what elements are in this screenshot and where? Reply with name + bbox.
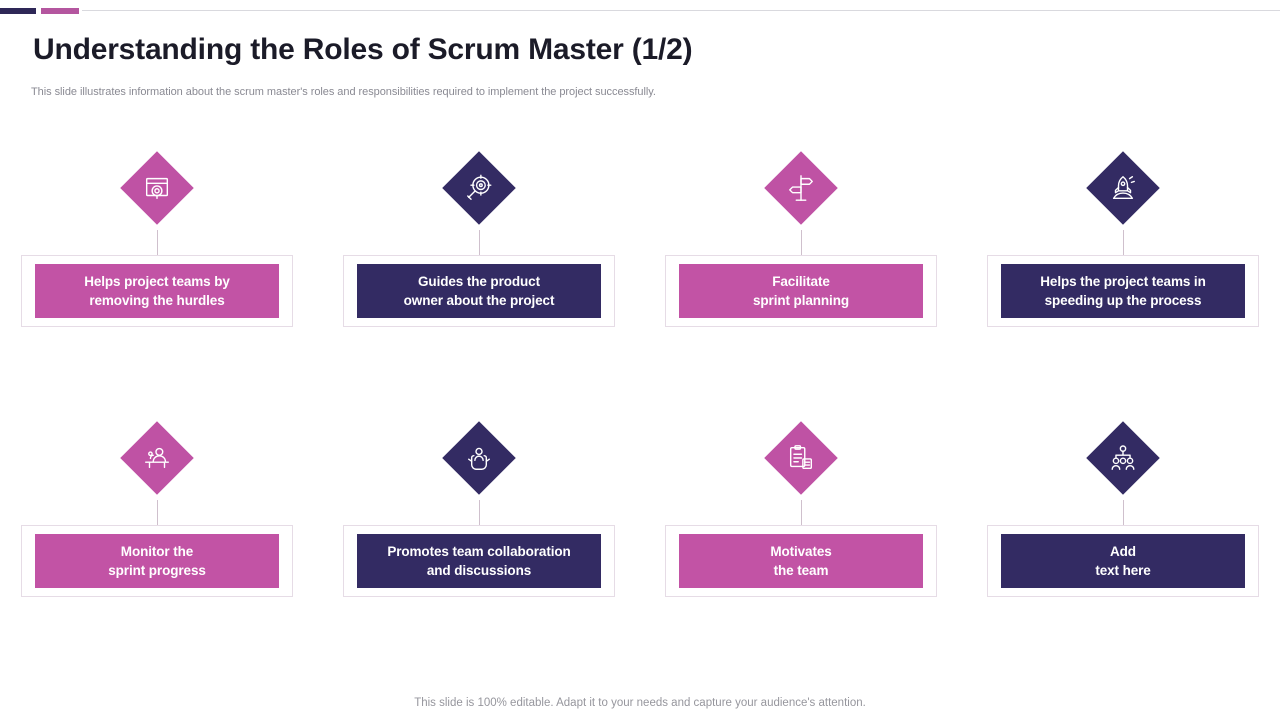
role-card[interactable]: Guides the product owner about the projec… [343,255,615,327]
role-label-text: Facilitate sprint planning [753,272,849,310]
role-item[interactable]: Monitor the sprint progress [21,420,293,597]
footer-note: This slide is 100% editable. Adapt it to… [414,697,866,709]
role-item[interactable]: Guides the product owner about the projec… [343,150,615,327]
team-network-icon [1108,443,1138,473]
clipboard-checklist-icon [786,443,816,473]
connector-line [479,230,480,255]
role-label-line-1: Promotes team collaboration [387,543,571,559]
role-label-line-1: Motivates [770,543,832,559]
role-label-line-1: Guides the product [418,273,540,289]
accent-bar-dark [0,8,36,14]
accent-bar-pink [41,8,79,14]
connector-line [1123,500,1124,525]
role-card-label: Facilitate sprint planning [679,264,923,318]
role-label-text: Monitor the sprint progress [108,542,206,580]
role-label-line-2: sprint planning [753,293,849,308]
role-item[interactable]: Promotes team collaboration and discussio… [343,420,615,597]
role-label-line-1: Helps project teams by [84,273,230,289]
role-card-label: Helps the project teams in speeding up th… [1001,264,1245,318]
diamond-shape [1086,151,1160,225]
connector-line [157,230,158,255]
page-title: Understanding the Roles of Scrum Master … [33,33,693,66]
role-item[interactable]: Add text here [987,420,1259,597]
role-icon-badge [665,150,937,230]
role-card[interactable]: Promotes team collaboration and discussio… [343,525,615,597]
role-label-line-2: speeding up the process [1044,293,1202,308]
role-card-label: Helps project teams by removing the hurdl… [35,264,279,318]
role-card-label: Guides the product owner about the projec… [357,264,601,318]
role-label-line-2: and discussions [426,563,532,578]
role-icon-badge [21,150,293,230]
role-card-label: Monitor the sprint progress [35,534,279,588]
role-card-label: Motivates the team [679,534,923,588]
roles-row-2: Monitor the sprint progress Promotes team… [0,420,1280,690]
signpost-direction-icon [786,173,816,203]
header-divider-line [82,10,1280,11]
rocket-launch-icon [1108,173,1138,203]
role-label-line-2: the team [773,563,829,578]
role-label-line-2: owner about the project [403,293,555,308]
top-accent-rule [0,8,1280,14]
role-card[interactable]: Add text here [987,525,1259,597]
diamond-shape [764,421,838,495]
role-item[interactable]: Helps project teams by removing the hurdl… [21,150,293,327]
role-card-label: Promotes team collaboration and discussio… [357,534,601,588]
diamond-shape [1086,421,1160,495]
connector-line [801,230,802,255]
role-icon-badge [343,150,615,230]
role-label-line-2: sprint progress [108,563,206,578]
connector-line [1123,230,1124,255]
role-card[interactable]: Helps project teams by removing the hurdl… [21,255,293,327]
role-label-text: Promotes team collaboration and discussio… [387,542,570,580]
role-card[interactable]: Motivates the team [665,525,937,597]
diamond-shape [764,151,838,225]
role-card[interactable]: Helps the project teams in speeding up th… [987,255,1259,327]
diamond-shape [120,421,194,495]
role-label-text: Helps project teams by removing the hurdl… [84,272,230,310]
role-icon-badge [665,420,937,500]
role-label-line-2: text here [1095,563,1151,578]
role-label-line-2: removing the hurdles [89,293,225,308]
role-icon-badge [987,150,1259,230]
connector-line [479,500,480,525]
role-label-text: Helps the project teams in speeding up th… [1040,272,1206,310]
whiteboard-hurdle-icon [142,173,172,203]
person-at-desk-icon [142,443,172,473]
roles-grid: Helps project teams by removing the hurdl… [0,150,1280,690]
role-icon-badge [21,420,293,500]
diamond-shape [120,151,194,225]
role-label-text: Guides the product owner about the projec… [404,272,555,310]
role-label-line-1: Monitor the [120,543,194,559]
role-icon-badge [343,420,615,500]
role-label-text: Add text here [1095,542,1150,580]
role-card[interactable]: Facilitate sprint planning [665,255,937,327]
role-item[interactable]: Facilitate sprint planning [665,150,937,327]
role-label-text: Motivates the team [770,542,831,580]
roles-row-1: Helps project teams by removing the hurdl… [0,150,1280,420]
connector-line [157,500,158,525]
role-label-line-1: Facilitate [772,273,830,289]
role-item[interactable]: Motivates the team [665,420,937,597]
hands-holding-person-icon [464,443,494,473]
diamond-shape [442,151,516,225]
role-label-line-1: Add [1110,543,1136,559]
page-subtitle: This slide illustrates information about… [31,86,656,98]
diamond-shape [442,421,516,495]
role-card-label: Add text here [1001,534,1245,588]
connector-line [801,500,802,525]
role-item[interactable]: Helps the project teams in speeding up th… [987,150,1259,327]
role-label-line-1: Helps the project teams in [1040,273,1206,289]
role-card[interactable]: Monitor the sprint progress [21,525,293,597]
role-icon-badge [987,420,1259,500]
magnifier-target-icon [464,173,494,203]
